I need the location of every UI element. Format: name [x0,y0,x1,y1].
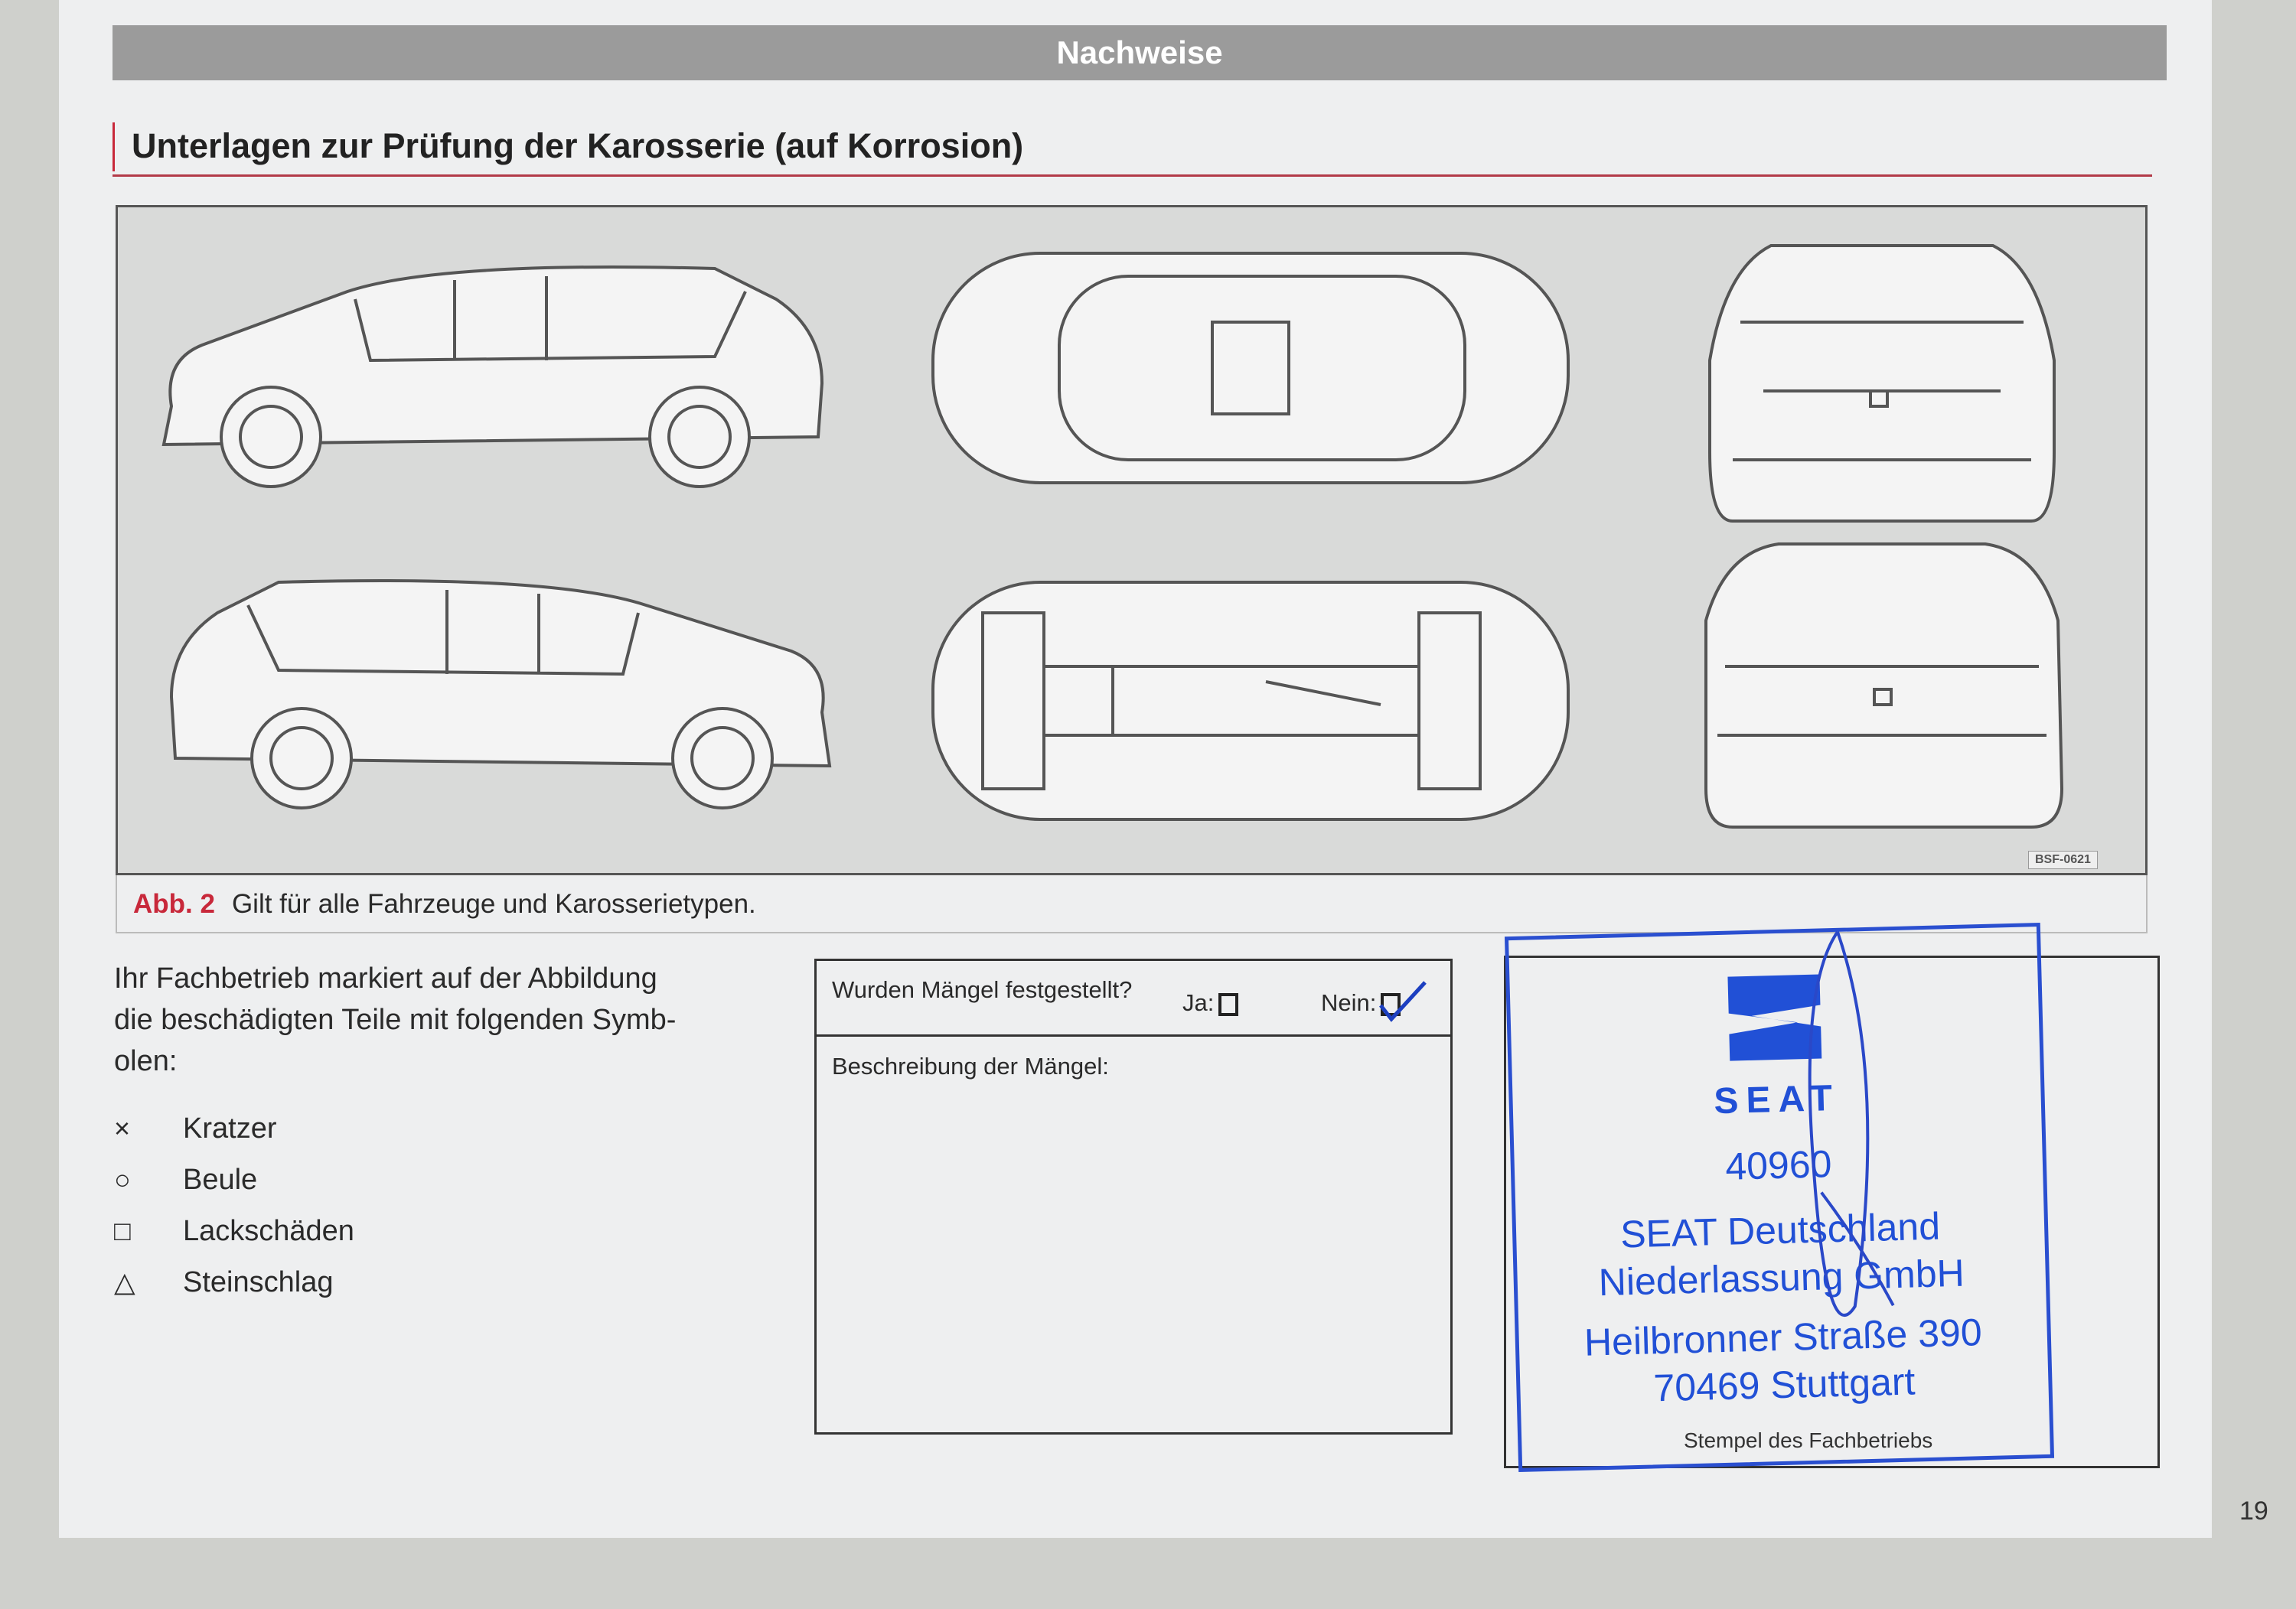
defects-yes-option[interactable]: Ja: [1182,989,1239,1018]
seat-logo-icon [1727,974,1822,1061]
figure-caption-text: Gilt für alle Fahrzeuge und Karosseriety… [231,889,756,919]
stamp-label: Stempel des Fachbetriebs [1684,1428,1933,1452]
car-top-view [931,252,1570,484]
stamp-brand: SEAT [1713,1077,1841,1122]
defects-description-label: Beschreibung der Mängel: [832,1053,1109,1080]
stamp-number: 40960 [1724,1142,1833,1188]
legend-label: Kratzer [183,1112,277,1145]
stamp-line: 70469 Stuttgart [1652,1360,1916,1410]
legend-label: Steinschlag [183,1266,334,1298]
car-side-view-left [161,265,824,488]
triangle-icon: △ [114,1266,135,1298]
instructions: Ihr Fachbetrieb markiert auf der Abbildu… [114,958,788,1082]
figure-label: Abb. 2 [133,889,215,919]
signature [1808,930,1895,1317]
page-title: Unterlagen zur Prüfung der Karosserie (a… [132,126,1024,165]
cross-icon: × [114,1112,131,1144]
no-label: Nein: [1321,989,1377,1016]
car-side-view-right [169,579,832,809]
legend-label: Lackschäden [183,1215,354,1247]
yes-label: Ja: [1182,989,1215,1016]
legend-item-steinschlag: △ Steinschlag [114,1265,333,1300]
checkmark-icon [1379,981,1427,1022]
car-rear-view [1704,542,2064,829]
defects-description-field[interactable] [832,1090,1437,1423]
legend-item-beule: ○ Beule [114,1162,257,1197]
figure-code: BSF-0621 [2028,851,2098,869]
defects-question: Wurden Mängel festgestellt? [832,976,1133,1003]
stamp-line: Niederlassung GmbH [1598,1251,1965,1304]
legend-item-lackschaeden: □ Lackschäden [114,1213,354,1249]
stamp-line: Heilbronner Straße 390 [1583,1311,1983,1364]
defects-form-divider [814,1034,1453,1037]
title-accent-bar [113,122,115,171]
circle-icon: ○ [114,1164,131,1195]
stamp-line: SEAT Deutschland [1619,1204,1941,1256]
legend-item-kratzer: × Kratzer [114,1111,276,1146]
car-front-view [1708,244,2056,523]
defects-no-option[interactable]: Nein: [1321,981,1427,1022]
figure-caption: Abb. 2 Gilt für alle Fahrzeuge und Kaross… [133,889,756,920]
car-diagram [161,244,2064,829]
caption-box [116,875,2148,933]
section-title: Nachweise [1056,34,1223,70]
car-diagram-figure [116,205,2148,875]
yes-checkbox[interactable] [1218,992,1239,1016]
legend-label: Beule [183,1164,258,1196]
section-header: Nachweise [113,25,2167,80]
workshop-stamp: SEAT 40960 SEAT Deutschland Niederlassun… [1504,922,2055,1473]
workshop-stamp-box [1504,956,2160,1468]
title-divider [113,174,2152,177]
car-underbody-view [931,581,1570,821]
square-icon: □ [114,1215,131,1246]
page-number: 19 [2239,1497,2268,1526]
no-checkbox[interactable] [1379,981,1427,1022]
defects-form [814,959,1453,1435]
instructions-line: die beschädigten Teile mit folgenden Sym… [114,1004,677,1036]
instructions-line: olen: [114,1045,178,1077]
instructions-line: Ihr Fachbetrieb markiert auf der Abbildu… [114,962,657,995]
